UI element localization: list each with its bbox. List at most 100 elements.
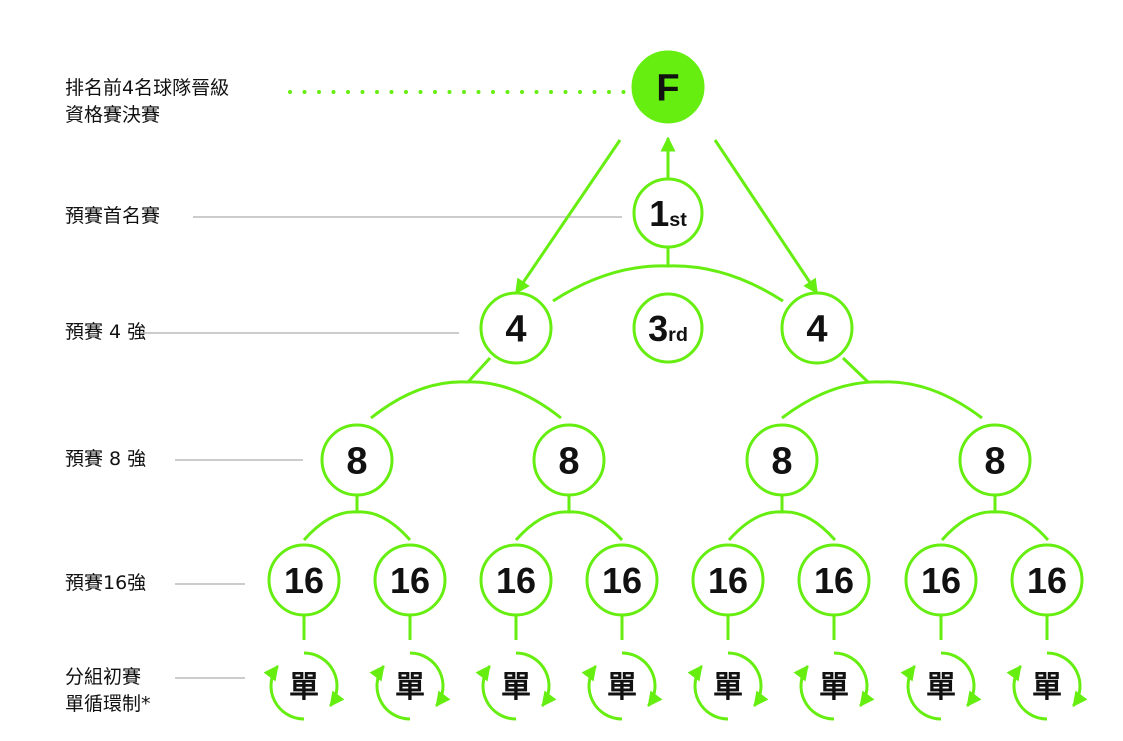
- label-top4: 預賽 4 強: [65, 321, 147, 343]
- node-top8: 8: [532, 423, 606, 497]
- label-final-line2: 資格賽決賽: [65, 104, 161, 126]
- node-group-round-robin: 單: [900, 651, 982, 721]
- cycle-arrow-icon: [581, 664, 623, 721]
- cycle-arrow-icon: [1046, 651, 1088, 708]
- node-top16: 16: [1010, 543, 1084, 617]
- arrow-right-to-final: [713, 139, 819, 295]
- label-first: 預賽首名賽: [65, 205, 161, 227]
- cycle-arrow-icon: [940, 651, 982, 708]
- node-group-round-robin: 單: [581, 651, 663, 721]
- node-final-circle: [631, 50, 705, 124]
- cycle-arrow-icon: [369, 664, 411, 721]
- node-top16-label: 16: [284, 560, 324, 601]
- bracket-4-right: [781, 380, 983, 420]
- node-group-label: 單: [501, 670, 531, 705]
- node-group-round-robin: 單: [793, 651, 875, 721]
- label-group-line1: 分組初賽: [65, 666, 142, 688]
- node-top4: 4: [479, 291, 553, 365]
- node-top16-label: 16: [390, 560, 430, 601]
- node-top16: 16: [691, 543, 765, 617]
- node-first-suffix: st: [669, 209, 687, 231]
- label-top8: 預賽 8 強: [65, 448, 147, 470]
- node-group-label: 單: [289, 670, 319, 705]
- bracket-8: [727, 510, 837, 541]
- node-group-round-robin: 單: [475, 651, 557, 721]
- node-top16: 16: [479, 543, 553, 617]
- node-group-label: 單: [607, 670, 637, 705]
- node-final: F: [631, 50, 705, 124]
- node-first-circle: [632, 177, 704, 249]
- cycle-arrow-icon: [303, 651, 345, 708]
- node-third: 3rd: [632, 292, 704, 364]
- label-final: 排名前4名球隊晉級 資格賽決賽: [65, 75, 229, 129]
- cycle-arrow-icon: [515, 651, 557, 708]
- node-group-round-robin: 單: [369, 651, 451, 721]
- node-top16-circle: [267, 543, 341, 617]
- connector-4-right: [841, 356, 870, 384]
- node-top16-circle: [691, 543, 765, 617]
- node-top8: 8: [958, 423, 1032, 497]
- node-top16-circle: [585, 543, 659, 617]
- node-top4: 4: [780, 291, 854, 365]
- label-final-line1: 排名前4名球隊晉級: [65, 77, 230, 99]
- node-top16-circle: [797, 543, 871, 617]
- node-top16: 16: [267, 543, 341, 617]
- node-group-label: 單: [819, 670, 849, 705]
- node-top16-label: 16: [602, 560, 642, 601]
- cycle-arrow-icon: [475, 664, 517, 721]
- node-top8-label: 8: [984, 441, 1005, 483]
- node-top8-circle: [532, 423, 606, 497]
- node-top4-circle: [780, 291, 854, 365]
- node-top16-circle: [1010, 543, 1084, 617]
- bracket-8: [940, 510, 1050, 541]
- node-group-round-robin: 單: [1006, 651, 1088, 721]
- cycle-arrow-icon: [900, 664, 942, 721]
- cycle-arrow-icon: [263, 664, 305, 721]
- node-top16-label: 16: [921, 560, 961, 601]
- node-top16: 16: [797, 543, 871, 617]
- node-top8-circle: [958, 423, 1032, 497]
- cycle-arrow-icon: [793, 664, 835, 721]
- node-top16-circle: [479, 543, 553, 617]
- node-top8: 8: [745, 423, 819, 497]
- cycle-arrow-icon: [727, 651, 769, 708]
- cycle-arrow-icon: [409, 651, 451, 708]
- label-group-line2: 單循環制*: [65, 693, 151, 715]
- label-top16: 預賽16強: [65, 572, 147, 594]
- bracket-8: [514, 510, 624, 541]
- node-top16-circle: [904, 543, 978, 617]
- connector-4-left: [466, 356, 492, 384]
- cycle-arrow-icon: [1006, 664, 1048, 721]
- node-top16-label: 16: [708, 560, 748, 601]
- node-top16-label: 16: [1027, 560, 1067, 601]
- node-first: 1st: [632, 177, 704, 249]
- cycle-arrow-icon: [621, 651, 663, 708]
- node-group-round-robin: 單: [687, 651, 769, 721]
- node-top4-label: 4: [806, 309, 827, 351]
- node-third-circle: [632, 292, 704, 364]
- node-final-label: F: [656, 68, 679, 110]
- node-group-round-robin: 單: [263, 651, 345, 721]
- node-group-label: 單: [713, 670, 743, 705]
- node-top4-label: 4: [505, 309, 526, 351]
- node-group-label: 單: [1032, 670, 1062, 705]
- label-group: 分組初賽 單循環制*: [65, 664, 151, 718]
- node-third-suffix: rd: [668, 324, 688, 346]
- arrow-left-to-final: [514, 139, 622, 295]
- node-top8-circle: [745, 423, 819, 497]
- node-top16-label: 16: [814, 560, 854, 601]
- node-top16: 16: [585, 543, 659, 617]
- bracket-4-left: [370, 380, 562, 420]
- node-top16-label: 16: [496, 560, 536, 601]
- cycle-arrow-icon: [833, 651, 875, 708]
- bracket-first: [552, 264, 784, 303]
- cycle-arrow-icon: [687, 664, 729, 721]
- node-top4-circle: [479, 291, 553, 365]
- bracket-8: [302, 510, 412, 541]
- node-top8-label: 8: [771, 441, 792, 483]
- node-top8-circle: [320, 423, 394, 497]
- node-top8-label: 8: [346, 441, 367, 483]
- node-group-label: 單: [926, 670, 956, 705]
- node-top16: 16: [373, 543, 447, 617]
